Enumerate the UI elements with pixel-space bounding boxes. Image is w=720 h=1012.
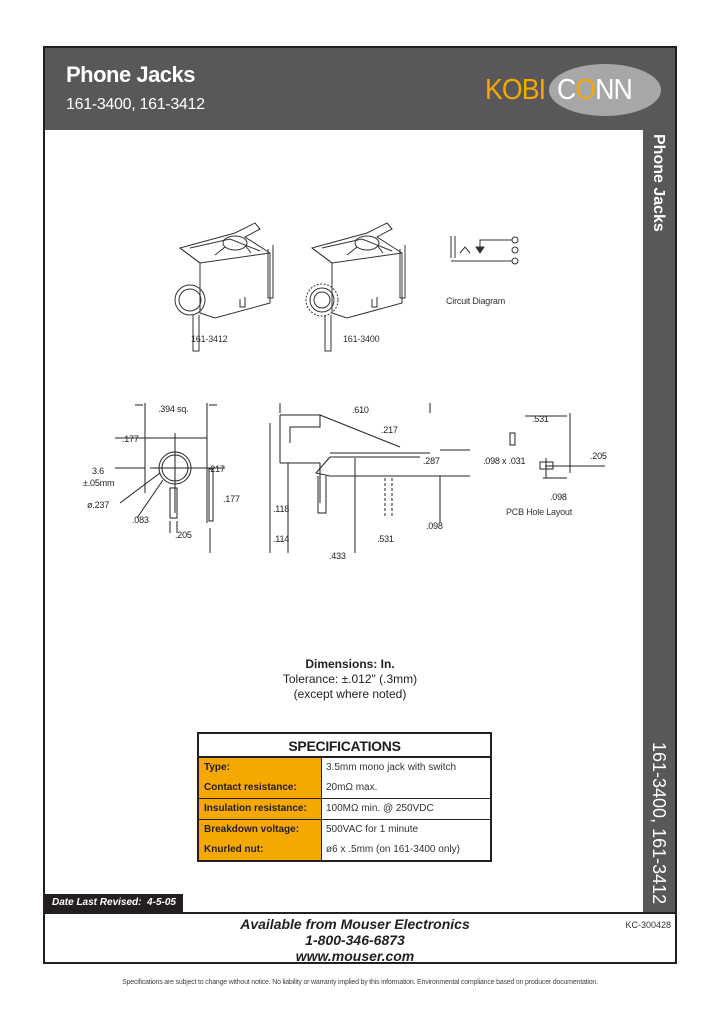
distributor-name: Available from Mouser Electronics (240, 916, 470, 932)
dim-height: .287 (423, 456, 440, 466)
spec-group: Breakdown voltage: Knurled nut: 500VAC f… (199, 820, 490, 860)
dim-left-a: .118 (273, 504, 290, 514)
spec-group: Type: Contact resistance: 3.5mm mono jac… (199, 758, 490, 799)
pcb-layout-drawing (509, 413, 605, 479)
dim-pcb-vert: .205 (590, 451, 607, 461)
dim-left-b: .114 (273, 534, 290, 544)
part-numbers: 161-3400, 161-3412 (66, 96, 205, 113)
dim-overall: .610 (352, 405, 369, 415)
dim-pin-low: .177 (223, 494, 240, 504)
spec-label: Knurled nut: (204, 844, 264, 855)
front-view-drawing (115, 403, 225, 553)
spec-label: Type: (204, 762, 230, 773)
dim-base: .433 (329, 551, 346, 561)
dim-hole-tol: ±.05mm (83, 478, 115, 488)
jack-3412-caption: 161-3412 (191, 334, 228, 344)
dim-pin-dia: .098 (426, 521, 443, 531)
spec-value: ø6 x .5mm (on 161-3400 only) (326, 844, 460, 855)
dimension-notes: Dimensions: In. Tolerance: ±.012" (.3mm)… (260, 657, 440, 702)
side-tab-parts: 161-3400, 161-3412 (649, 742, 669, 905)
page-title: Phone Jacks (66, 62, 196, 87)
dimension-exception: (except where noted) (293, 687, 407, 701)
dim-pin-width: .083 (132, 515, 149, 525)
logo-conn-text: CONN (557, 74, 633, 106)
spec-value: 3.5mm mono jack with switch (326, 762, 457, 773)
datasheet-frame: Phone Jacks 161-3400, 161-3412 KOBI CONN… (43, 46, 677, 964)
dim-top-offset: .177 (122, 434, 139, 444)
spec-group: Insulation resistance: 100MΩ min. @ 250V… (199, 799, 490, 820)
spec-value: 100MΩ min. @ 250VDC (326, 803, 434, 814)
document-code: KC-300428 (625, 920, 671, 930)
dim-pcb-offset: .098 (550, 492, 567, 502)
dimension-tolerance: Tolerance: ±.012" (.3mm) (282, 672, 418, 686)
kobiconn-logo: KOBI CONN (485, 62, 665, 118)
side-view-drawing (269, 403, 470, 553)
spec-value: 500VAC for 1 minute (326, 824, 419, 835)
footer-divider (45, 912, 675, 914)
specifications-table: SPECIFICATIONS Type: Contact resistance:… (197, 732, 492, 862)
dim-width-sq: .394 sq. (158, 404, 189, 414)
header-banner: Phone Jacks 161-3400, 161-3412 KOBI CONN (45, 48, 675, 130)
date-revised-label: Date Last Revised: (52, 897, 142, 908)
date-revised-badge: Date Last Revised: 4-5-05 (45, 894, 183, 912)
jack-3412-illustration (174, 222, 274, 352)
dim-hole-mm: 3.6 (92, 466, 104, 476)
logo-ellipse (549, 64, 661, 116)
spec-value: 20mΩ max. (326, 782, 378, 793)
distributor-website[interactable]: www.mouser.com (295, 948, 415, 964)
date-revised-value: 4-5-05 (147, 897, 176, 908)
dim-pcb-span: .531 (532, 414, 549, 424)
spec-label: Contact resistance: (204, 782, 297, 793)
specifications-title: SPECIFICATIONS (199, 734, 490, 758)
dim-pin-span: .531 (377, 534, 394, 544)
dim-outer-dia: ø.237 (87, 500, 110, 510)
circuit-diagram-caption: Circuit Diagram (446, 296, 506, 306)
spec-label: Breakdown voltage: (204, 824, 300, 835)
logo-kobi-text: KOBI (485, 74, 546, 106)
dim-pin-spacing: .205 (175, 530, 192, 540)
dim-top-inset: .217 (381, 425, 398, 435)
side-tab-title: Phone Jacks (650, 134, 667, 232)
dim-pcb-slot: .098 x .031 (483, 456, 526, 466)
pcb-layout-caption: PCB Hole Layout (506, 507, 573, 517)
circuit-diagram (450, 236, 519, 265)
spec-label: Insulation resistance: (204, 803, 307, 814)
disclaimer: Specifications are subject to change wit… (122, 979, 598, 986)
distributor-info: Available from Mouser Electronics 1-800-… (195, 916, 515, 964)
side-tab: Phone Jacks 161-3400, 161-3412 (643, 130, 675, 914)
jack-3400-illustration (305, 222, 406, 352)
dimension-units: Dimensions: In. (305, 657, 395, 671)
distributor-phone: 1-800-346-6873 (305, 932, 405, 948)
dim-pin-right: .217 (208, 464, 225, 474)
jack-3400-caption: 161-3400 (343, 334, 380, 344)
